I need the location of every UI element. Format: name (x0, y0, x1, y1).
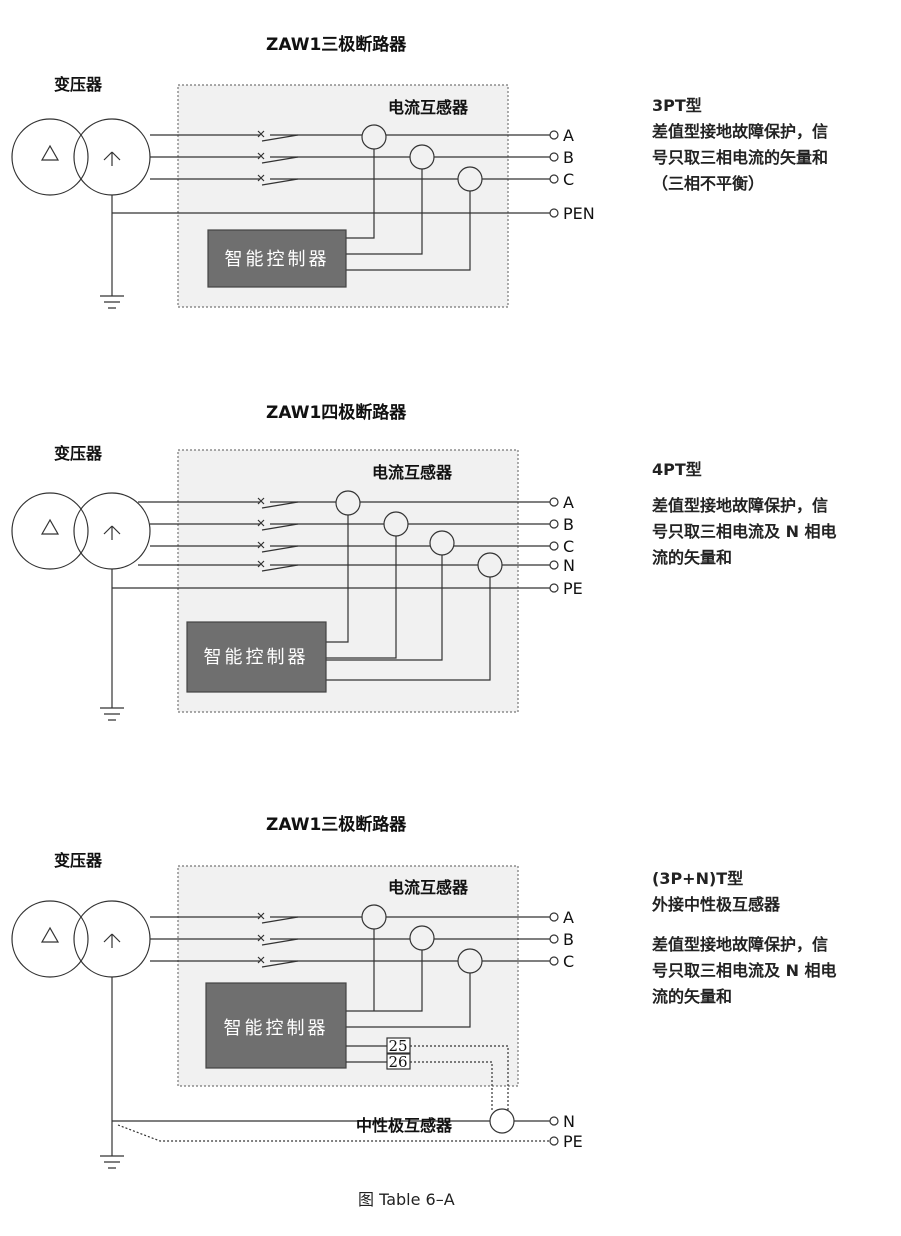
desc-line: 流的矢量和 (652, 987, 733, 1006)
ct-b (409, 144, 435, 170)
neutral-ct-wires (410, 1045, 509, 1110)
phase-lines (138, 501, 550, 566)
ct-label: 电流互感器 (372, 463, 453, 482)
ct-a (361, 124, 387, 150)
breaker-contacts (261, 501, 299, 572)
ground-symbol (100, 1155, 124, 1169)
desc-line: 差值型接地故障保护，信 (652, 935, 829, 954)
ct-c (457, 166, 483, 192)
pe-line (117, 1124, 550, 1142)
type-label: 3PT型 (652, 96, 702, 115)
contact-marks (257, 130, 265, 182)
pe-line (111, 569, 550, 708)
transformer-primary-coil (11, 118, 89, 196)
terminal-b: B (563, 930, 574, 949)
transformer-label: 变压器 (54, 444, 103, 463)
terminal-a: A (563, 493, 574, 512)
desc-line: 号只取三相电流及 N 相电 (652, 961, 837, 980)
desc-3pn: (3P+N)T型 外接中性极互感器 差值型接地故障保护，信 号只取三相电流及 N… (652, 866, 892, 1010)
diagram-4pt (11, 449, 559, 721)
figure-caption: 图 Table 6–A (358, 1190, 455, 1209)
pen-line (111, 195, 550, 296)
diagram2-title: ZAW1四极断路器 (266, 402, 407, 423)
terminal-b: B (563, 148, 574, 167)
neutral-ct-label: 中性极互感器 (356, 1116, 453, 1135)
smart-controller (186, 621, 327, 693)
wye-symbol (103, 151, 121, 166)
desc-line: 号只取三相电流及 N 相电 (652, 522, 837, 541)
diagram3-title: ZAW1三极断路器 (266, 814, 407, 835)
breaker-contacts (261, 134, 299, 186)
terminal-b: B (563, 515, 574, 534)
delta-symbol (40, 144, 60, 161)
terminal-pe: PE (563, 1132, 583, 1151)
type-label: 4PT型 (652, 460, 702, 479)
smart-controller (207, 229, 347, 288)
terminal-n: N (563, 556, 575, 575)
terminal-a: A (563, 126, 574, 145)
desc-line: （三相不平衡） (652, 174, 765, 193)
transformer-label: 变压器 (54, 75, 103, 94)
controller-label: 智能控制器 (204, 647, 309, 668)
diagram1-title: ZAW1三极断路器 (266, 34, 407, 55)
ct-label: 电流互感器 (388, 98, 469, 117)
subtype-label: 外接中性极互感器 (652, 895, 781, 914)
terminal-n: N (563, 1112, 575, 1131)
desc-3pt: 3PT型 差值型接地故障保护，信 号只取三相电流的矢量和 （三相不平衡） (652, 93, 892, 197)
pin-25-label: 25 (388, 1037, 407, 1055)
desc-line: 差值型接地故障保护，信 (652, 496, 829, 515)
transformer-label: 变压器 (54, 851, 103, 870)
ct-wires (346, 149, 471, 271)
pin-26-label: 26 (388, 1053, 407, 1071)
terminal-pen: PEN (563, 204, 595, 223)
terminal-pe: PE (563, 579, 583, 598)
ct-label: 电流互感器 (388, 878, 469, 897)
desc-line: 差值型接地故障保护，信 (652, 122, 829, 141)
diagram-3pn (11, 865, 559, 1169)
ground-symbol (100, 295, 124, 309)
terminal-c: C (563, 537, 574, 556)
ground-symbol (100, 707, 124, 721)
type-label: (3P+N)T型 (652, 869, 744, 888)
desc-line: 流的矢量和 (652, 548, 733, 567)
desc-line: 号只取三相电流的矢量和 (652, 148, 829, 167)
neutral-ct (489, 1108, 515, 1134)
terminal-c: C (563, 170, 574, 189)
desc-4pt: 4PT型 差值型接地故障保护，信 号只取三相电流及 N 相电 流的矢量和 (652, 457, 892, 571)
controller-label: 智能控制器 (225, 249, 330, 270)
smart-controller (205, 982, 347, 1069)
terminal-c: C (563, 952, 574, 971)
controller-label: 智能控制器 (224, 1018, 329, 1039)
diagram-3pt (11, 84, 559, 309)
terminal-a: A (563, 908, 574, 927)
